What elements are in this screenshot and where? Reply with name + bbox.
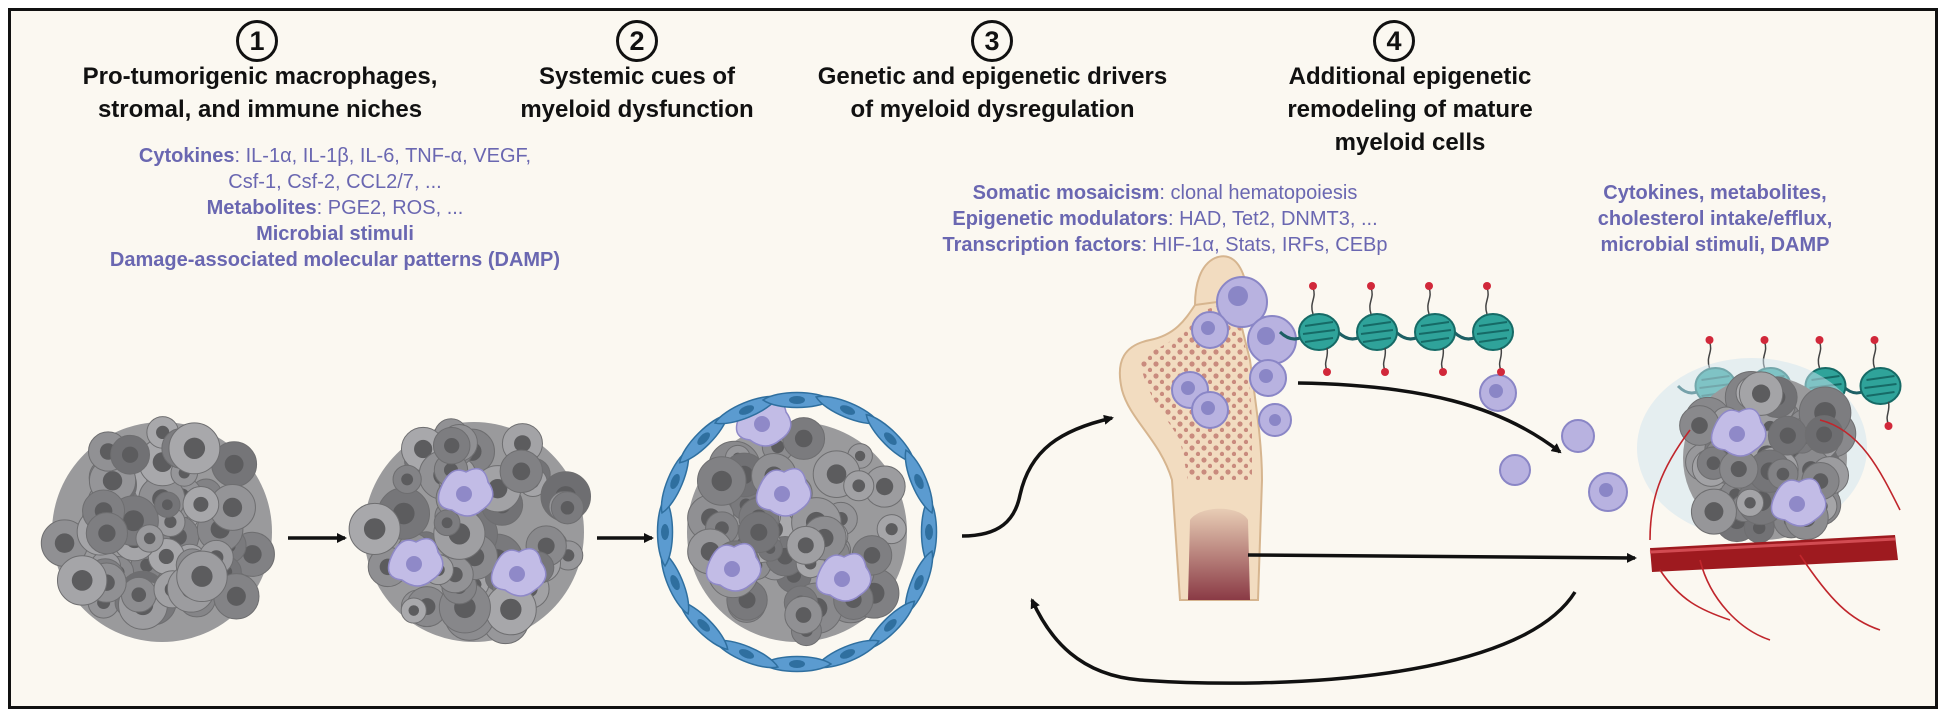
desc-line: Damage-associated molecular patterns (DA…	[109, 249, 561, 271]
figure-frame	[8, 8, 1938, 709]
stromal-cells	[656, 391, 938, 673]
blood-vessel	[1649, 419, 1901, 641]
stromal-cell	[904, 448, 934, 515]
desc-line: Metabolites: PGE2, ROS, ...	[206, 197, 464, 219]
tumor-cluster	[687, 397, 907, 647]
arrow-bone-to-site	[1247, 552, 1637, 563]
desc-line: Cytokines, metabolites,	[1603, 182, 1827, 204]
desc-line: Transcription factors: HIF-1α, Stats, IR…	[942, 234, 1388, 256]
tumor-cluster	[40, 416, 275, 642]
arrow-to-bone	[961, 414, 1114, 538]
tumor-cluster	[348, 418, 592, 645]
desc-line: Cytokines: IL-1α, IL-1β, IL-6, TNF-α, VE…	[138, 145, 532, 167]
arrow-bone-to-tissue	[1297, 381, 1562, 454]
stromal-cell	[761, 655, 833, 673]
panel-1-title: Pro-tumorigenic macrophages,stromal, and…	[82, 63, 438, 123]
panel-3-number: 3	[971, 20, 1013, 62]
tumor-clusters	[40, 397, 907, 647]
desc-line: cholesterol intake/efflux,	[1597, 208, 1833, 230]
panel-3-description: Somatic mosaicism: clonal hematopoiesis …	[880, 180, 1450, 258]
tumor-cluster	[1679, 371, 1857, 544]
desc-line: Somatic mosaicism: clonal hematopoiesis	[972, 182, 1358, 204]
panel-4-number: 4	[1373, 20, 1415, 62]
panel-1-number: 1	[236, 20, 278, 62]
arrow-return	[1030, 591, 1577, 685]
hematopoietic-cells	[1171, 276, 1628, 512]
panel-2-number: 2	[616, 20, 658, 62]
panel-4-description: Cytokines, metabolites, cholesterol inta…	[1540, 180, 1890, 258]
mature-myeloid-niche	[1637, 358, 1901, 641]
nucleosome-chain	[1278, 282, 1514, 376]
desc-line: Csf-1, Csf-2, CCL2/7, ...	[228, 171, 442, 193]
desc-line: Microbial stimuli	[256, 223, 414, 245]
desc-line: microbial stimuli, DAMP	[1600, 234, 1830, 256]
panel-1-description: Cytokines: IL-1α, IL-1β, IL-6, TNF-α, VE…	[90, 143, 580, 273]
desc-line: Epigenetic modulators: HAD, Tet2, DNMT3,…	[952, 208, 1378, 230]
